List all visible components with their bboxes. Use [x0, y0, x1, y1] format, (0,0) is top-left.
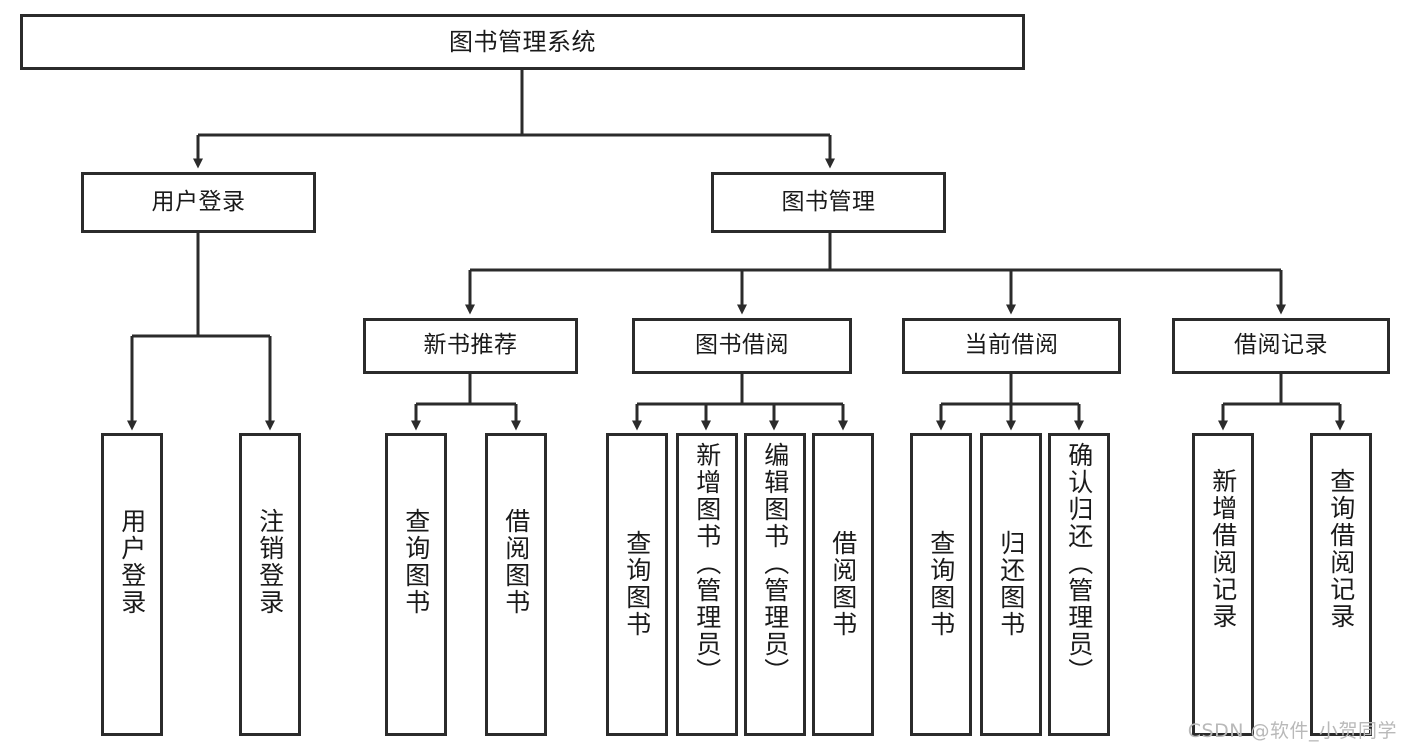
node-borrow-record[interactable]: 借阅记录	[1172, 318, 1390, 374]
node-leaf-query-book-2[interactable]: 查询图书	[606, 433, 668, 736]
node-book-borrow[interactable]: 图书借阅	[632, 318, 852, 374]
node-book-manage[interactable]: 图书管理	[711, 172, 946, 233]
node-label: 用户登录	[117, 508, 147, 616]
node-leaf-logout[interactable]: 注销登录	[239, 433, 301, 736]
node-leaf-edit-book[interactable]: 编辑图书（管理员）	[744, 433, 806, 736]
node-label: 图书借阅	[695, 332, 789, 359]
node-new-book-rec[interactable]: 新书推荐	[363, 318, 578, 374]
node-leaf-add-record[interactable]: 新增借阅记录	[1192, 433, 1254, 736]
node-label: 确认归还（管理员）	[1064, 442, 1094, 685]
node-label: 注销登录	[255, 508, 285, 616]
node-user-login[interactable]: 用户登录	[81, 172, 316, 233]
node-current-borrow[interactable]: 当前借阅	[902, 318, 1121, 374]
node-leaf-user-login[interactable]: 用户登录	[101, 433, 163, 736]
node-leaf-confirm-return[interactable]: 确认归还（管理员）	[1048, 433, 1110, 736]
node-label: 当前借阅	[964, 332, 1059, 359]
node-leaf-add-book[interactable]: 新增图书（管理员）	[676, 433, 738, 736]
node-label: 借阅图书	[828, 530, 858, 638]
node-label: 借阅图书	[501, 508, 531, 616]
watermark-text: CSDN @软件_小贺同学	[1187, 720, 1397, 742]
node-label: 编辑图书（管理员）	[760, 442, 790, 685]
node-leaf-borrow-book-1[interactable]: 借阅图书	[485, 433, 547, 736]
node-leaf-borrow-book-2[interactable]: 借阅图书	[812, 433, 874, 736]
node-label: 查询图书	[622, 530, 652, 638]
node-leaf-return-book[interactable]: 归还图书	[980, 433, 1042, 736]
node-label: 归还图书	[996, 530, 1026, 638]
node-label: 图书管理系统	[449, 27, 596, 56]
node-label: 图书管理	[781, 188, 876, 215]
node-label: 新增借阅记录	[1208, 468, 1238, 630]
node-label: 查询借阅记录	[1326, 468, 1356, 630]
node-leaf-query-record[interactable]: 查询借阅记录	[1310, 433, 1372, 736]
node-label: 新增图书（管理员）	[692, 442, 722, 685]
node-label: 用户登录	[151, 188, 246, 215]
node-root-system[interactable]: 图书管理系统	[20, 14, 1025, 70]
node-label: 新书推荐	[423, 332, 518, 359]
node-label: 查询图书	[401, 508, 431, 616]
node-leaf-query-book-1[interactable]: 查询图书	[385, 433, 447, 736]
node-leaf-query-book-3[interactable]: 查询图书	[910, 433, 972, 736]
node-label: 借阅记录	[1234, 332, 1328, 359]
node-label: 查询图书	[926, 530, 956, 638]
